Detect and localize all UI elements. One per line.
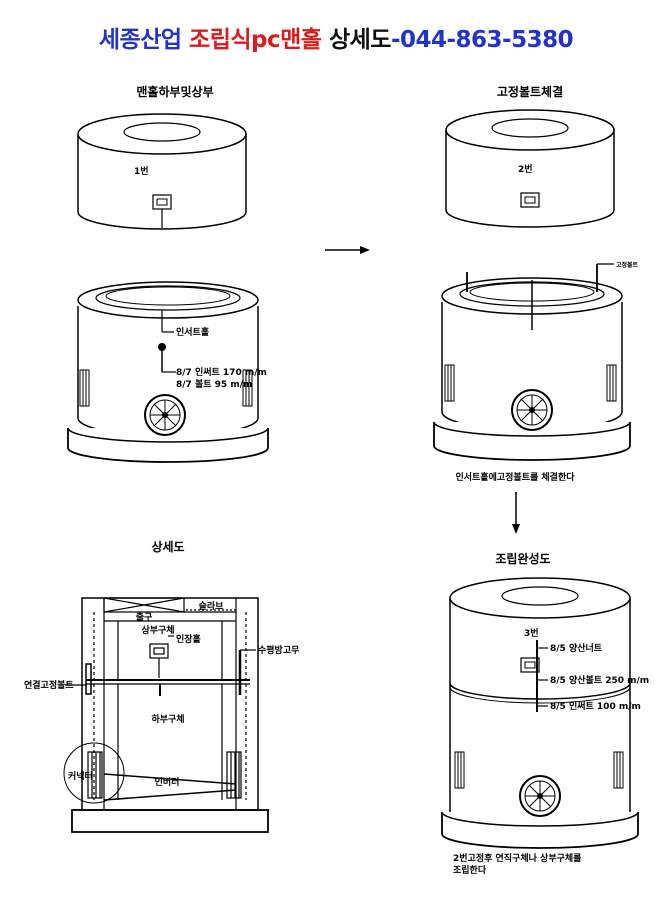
label-part3: 3번: [524, 627, 539, 639]
label-nut-spec: 8/5 양산너트: [550, 642, 603, 654]
label-part1: 1번: [134, 165, 149, 177]
label-connect-bolt: 연결고정볼트: [24, 679, 74, 691]
label-opening: 출구: [136, 611, 153, 623]
label-fix-bolt: 고정볼트: [616, 261, 639, 269]
phone-number: -044-863-5380: [390, 27, 574, 53]
company-name: 세종산업: [98, 27, 182, 53]
section-title-top-right: 고정볼트체결: [497, 84, 563, 99]
section-title-bottom-right: 조립완성도: [495, 552, 550, 566]
label-insert-hole: 인서트홀: [176, 326, 209, 338]
product-name: 조립식pc맨홀: [189, 27, 322, 53]
label-waterproof: 수평방고무: [258, 644, 299, 656]
label-part2: 2번: [518, 163, 533, 175]
lower-cylinder-left: [67, 281, 269, 463]
label-step-text: 인서트홀에고정볼트를 체결한다: [455, 471, 575, 483]
doc-name: 상세도: [328, 27, 391, 53]
label-lower-body: 하부구체: [151, 713, 184, 725]
label-inverter: 인버터: [155, 776, 180, 788]
label-final-note-1: 2번고정후 연직구체나 상부구체를: [453, 852, 581, 864]
section-title-top-left: 맨홀하부및상부: [136, 84, 213, 99]
label-bolt250-spec: 8/5 양산볼트 250 m/m: [550, 674, 649, 686]
label-insert100-spec: 8/5 인써트 100 m/m: [550, 700, 641, 712]
arrow-right-icon: [325, 246, 370, 254]
label-connector: 커넥터: [68, 770, 93, 782]
page-title: 세종산업 조립식pc맨홀 상세도-044-863-5380: [0, 20, 672, 54]
lower-cylinder-right: [433, 263, 631, 461]
upper-cylinder-part1: [77, 113, 247, 230]
section-title-bottom-left: 상세도: [151, 539, 184, 554]
label-upper-body: 상부구체: [141, 624, 174, 636]
label-lift-hole: 인장홀: [176, 633, 201, 645]
upper-cylinder-part2: [445, 109, 615, 228]
assembled-manhole: [441, 577, 639, 849]
section-detail-drawing: [63, 597, 269, 833]
label-bolt-spec: 8/7 볼트 95 m/m: [176, 378, 252, 390]
arrow-down-icon: [512, 492, 520, 534]
label-final-note-2: 조립한다: [453, 864, 487, 876]
label-slab: 슬라브: [199, 600, 225, 612]
label-insert-spec: 8/7 인써트 170 m/m: [176, 366, 267, 378]
